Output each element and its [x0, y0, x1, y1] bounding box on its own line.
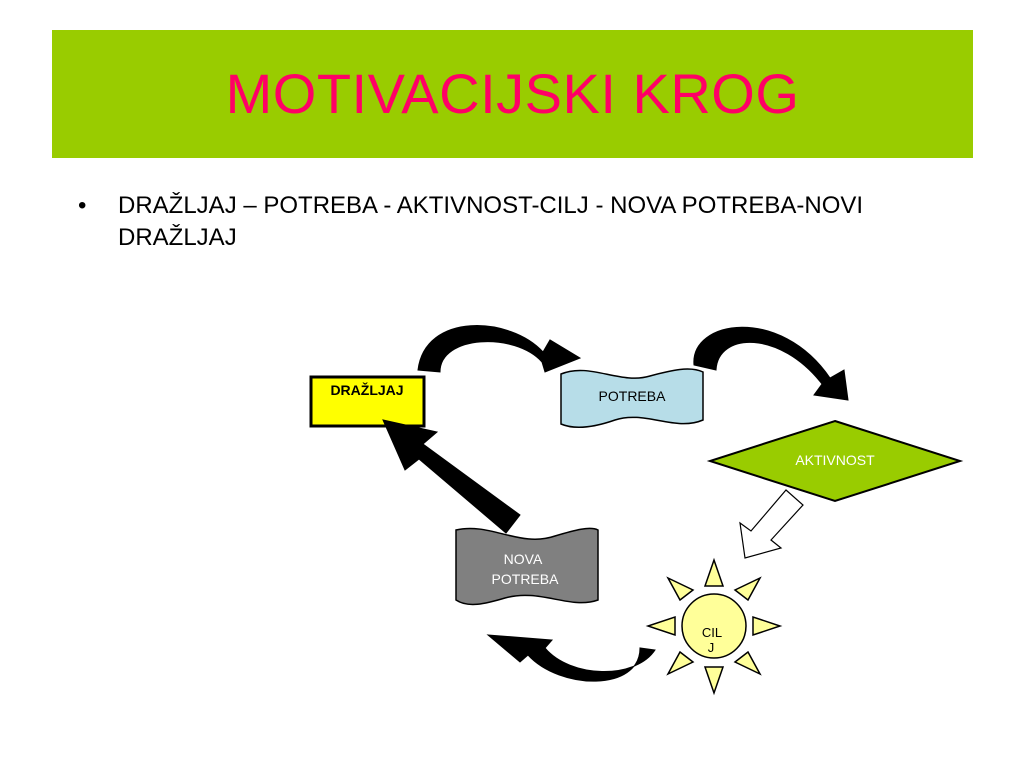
sun-ray-bottom-right: [733, 650, 762, 676]
node-potreba: POTREBA: [560, 368, 704, 428]
sun-ray-bottom-left: [666, 650, 695, 676]
node-aktivnost-label: AKTIVNOST: [795, 452, 875, 468]
curved-arrow-drazljaj-potreba: [417, 325, 582, 373]
sun-ray-top: [703, 557, 725, 587]
sun-ray-left: [645, 615, 676, 637]
bullet-marker: •: [78, 192, 87, 219]
sun-ray-bottom: [703, 666, 725, 696]
node-nova-potreba-label-2: POTREBA: [492, 571, 560, 587]
node-aktivnost: AKTIVNOST: [706, 419, 964, 503]
arrow-nova-potreba-drazljaj: [382, 419, 521, 534]
curved-arrow-potreba-aktivnost: [693, 326, 849, 401]
node-nova-potreba-label-1: NOVA: [504, 551, 543, 567]
sun-core: [681, 593, 747, 659]
node-cilj-label-1: CIL: [702, 625, 722, 640]
hollow-arrow-aktivnost-cilj: [739, 489, 804, 559]
bullet-item: • DRAŽLJAJ – POTREBA - AKTIVNOST-CILJ - …: [78, 190, 948, 254]
title-bar: MOTIVACIJSKI KROG: [52, 30, 973, 158]
slide-title: MOTIVACIJSKI KROG: [225, 62, 800, 125]
node-potreba-label: POTREBA: [599, 388, 667, 404]
node-nova-potreba: NOVA POTREBA: [455, 527, 599, 606]
node-cilj-label-2: J: [708, 640, 715, 655]
node-drazljaj-label: DRAŽLJAJ: [330, 381, 403, 398]
sun-ray-top-left: [666, 576, 695, 602]
node-drazljaj: DRAŽLJAJ: [309, 375, 426, 428]
bullet-text: DRAŽLJAJ – POTREBA - AKTIVNOST-CILJ - NO…: [118, 192, 864, 251]
sun-ray-right: [752, 615, 783, 637]
sun-ray-top-right: [733, 576, 762, 602]
curved-arrow-cilj-nova-potreba: [486, 634, 656, 682]
node-cilj: CIL J: [645, 557, 783, 696]
